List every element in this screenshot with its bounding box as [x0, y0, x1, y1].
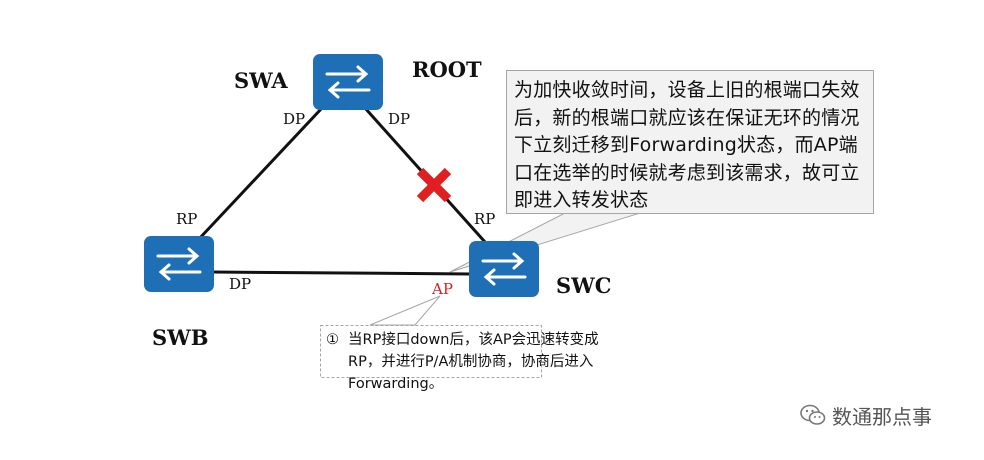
note-number: ① [326, 332, 339, 348]
port-label-swa-right: DP [388, 110, 411, 128]
note-callout-pointer [369, 295, 441, 326]
port-label-swb-top: RP [176, 210, 198, 228]
note-callout: ① 当RP接口down后，该AP会迅速转变成RP，并进行P/A机制协商，协商后进… [320, 325, 610, 405]
port-label-swa-left: DP [283, 110, 306, 128]
port-label-swb-bottom: DP [229, 275, 252, 293]
main-callout: 为加快收敛时间，设备上旧的根端口失效后，新的根端口就应该在保证无环的情况下立刻迁… [506, 70, 874, 214]
wechat-icon [800, 404, 826, 425]
note-text: 当RP接口down后，该AP会迅速转变成RP，并进行P/A机制协商，协商后进入F… [348, 332, 599, 392]
link-swa-swb [196, 106, 324, 242]
swc-label: SWC [556, 273, 612, 298]
port-label-swc-ap: AP [432, 280, 453, 298]
switch-swa-icon [313, 54, 383, 110]
watermark: 数通那点事 [800, 400, 932, 430]
watermark-text: 数通那点事 [832, 404, 932, 429]
swb-label: SWB [152, 325, 209, 350]
swa-label: SWA [234, 68, 288, 93]
note-callout-box [320, 325, 542, 378]
switch-swc-icon [469, 241, 539, 297]
switch-swb-icon [144, 236, 214, 292]
link-swb-swc [211, 270, 473, 276]
blocked-port-x-icon [416, 167, 452, 203]
port-label-swc-top: RP [474, 210, 496, 228]
root-tag-label: ROOT [412, 57, 482, 82]
